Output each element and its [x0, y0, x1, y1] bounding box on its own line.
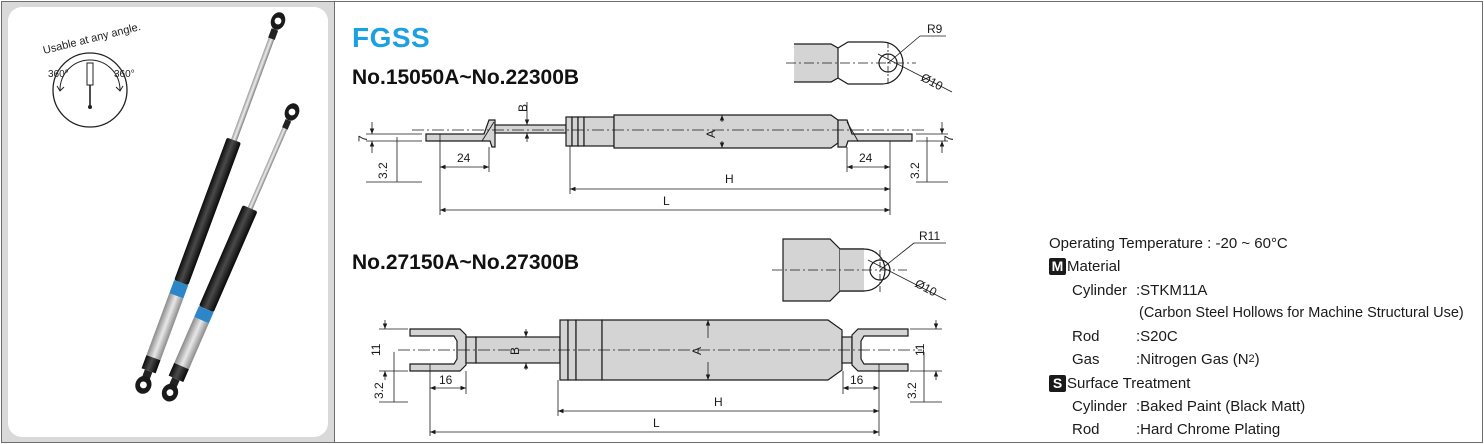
surface-rod-label: Rod — [1072, 421, 1100, 439]
top-offset-left: 3.2 — [376, 162, 390, 179]
operating-temperature: Operating Temperature : -20 ~ 60°C — [1049, 235, 1288, 252]
model-range-bottom: No.27150A~No.27300B — [352, 251, 580, 274]
colon: : — [1136, 351, 1141, 369]
surface-rod-row: Rod : Hard Chrome Plating — [1049, 418, 1479, 441]
material-rod-value: S20C — [1140, 328, 1178, 346]
bottom-eleven-right: 11 — [913, 343, 927, 356]
material-rod-label: Rod — [1072, 328, 1100, 346]
bottom-h-label: H — [714, 395, 723, 409]
top-l-label: L — [663, 194, 670, 208]
material-heading: M Material — [1049, 255, 1479, 278]
bottom-dimensions — [379, 320, 942, 436]
top-eye-detail — [786, 35, 953, 93]
top-seven-left: 7 — [356, 135, 370, 142]
bottom-hole-label: Ø10 — [913, 276, 940, 299]
top-b-label: B — [516, 104, 530, 112]
top-hole-label: Ø10 — [919, 70, 946, 93]
surface-cylinder-label: Cylinder — [1072, 398, 1128, 416]
bottom-eye-detail — [772, 238, 947, 302]
product-photo: Usable at any angle. 360° 360° — [8, 7, 328, 437]
surface-rod-value: Hard Chrome Plating — [1140, 421, 1281, 439]
material-cylinder-row: Cylinder : STKM11A — [1049, 279, 1479, 302]
top-radius-label: R9 — [927, 22, 943, 36]
material-title: Material — [1067, 258, 1121, 276]
gas-spring-small — [161, 103, 300, 402]
bottom-side-view — [398, 319, 922, 381]
top-side-view — [412, 114, 926, 149]
material-badge: M — [1049, 258, 1066, 276]
gas-subscript: 2 — [1248, 353, 1255, 366]
angle-left-label: 360° — [48, 69, 69, 80]
material-cylinder-label: Cylinder — [1072, 281, 1128, 299]
bottom-offset-right: 3.2 — [905, 382, 919, 399]
bottom-eleven-left: 11 — [369, 343, 383, 356]
angle-indicator — [52, 52, 128, 128]
surface-heading: S Surface Treatment — [1049, 372, 1479, 395]
top-dimensions — [366, 102, 948, 215]
colon: : — [1136, 421, 1141, 439]
top-seven-right: 7 — [942, 135, 956, 142]
bottom-end-left: 16 — [439, 373, 453, 387]
angle-right-label: 360° — [114, 69, 135, 80]
material-gas-label: Gas — [1072, 351, 1100, 369]
specification-block: Operating Temperature : -20 ~ 60°C M Mat… — [1049, 232, 1479, 442]
top-a-label: A — [704, 130, 718, 138]
bottom-end-right: 16 — [850, 373, 864, 387]
colon: : — [1136, 328, 1141, 346]
gas-spring-photo: Usable at any angle. 360° 360° — [42, 12, 300, 402]
surface-cylinder-row: Cylinder : Baked Paint (Black Matt) — [1049, 395, 1479, 418]
colon: : — [1136, 398, 1141, 416]
gas-close: ) — [1254, 351, 1260, 369]
bottom-a-label: A — [690, 347, 704, 355]
surface-badge: S — [1049, 374, 1066, 392]
surface-title: Surface Treatment — [1067, 374, 1191, 392]
bottom-radius-label: R11 — [919, 229, 940, 243]
material-rod-row: Rod : S20C — [1049, 325, 1479, 348]
surface-cylinder-value: Baked Paint (Black Matt) — [1140, 398, 1306, 416]
material-cylinder-value: STKM11A — [1140, 281, 1208, 299]
top-end-right: 24 — [859, 151, 873, 165]
bottom-l-label: L — [653, 416, 660, 430]
bottom-offset-left: 3.2 — [372, 382, 386, 399]
top-end-left: 24 — [457, 151, 471, 165]
bottom-b-label: B — [508, 347, 522, 355]
photo-panel: Usable at any angle. 360° 360° — [2, 2, 335, 442]
series-title: FGSS — [352, 22, 431, 53]
material-cylinder-note: (Carbon Steel Hollows for Machine Struct… — [1139, 304, 1464, 321]
material-gas-value: Nitrogen Gas (N — [1140, 351, 1249, 369]
model-range-top: No.15050A~No.22300B — [352, 66, 580, 89]
colon: : — [1136, 281, 1141, 299]
gas-spring-large — [135, 12, 286, 394]
top-offset-right: 3.2 — [908, 162, 922, 179]
top-h-label: H — [725, 172, 734, 186]
